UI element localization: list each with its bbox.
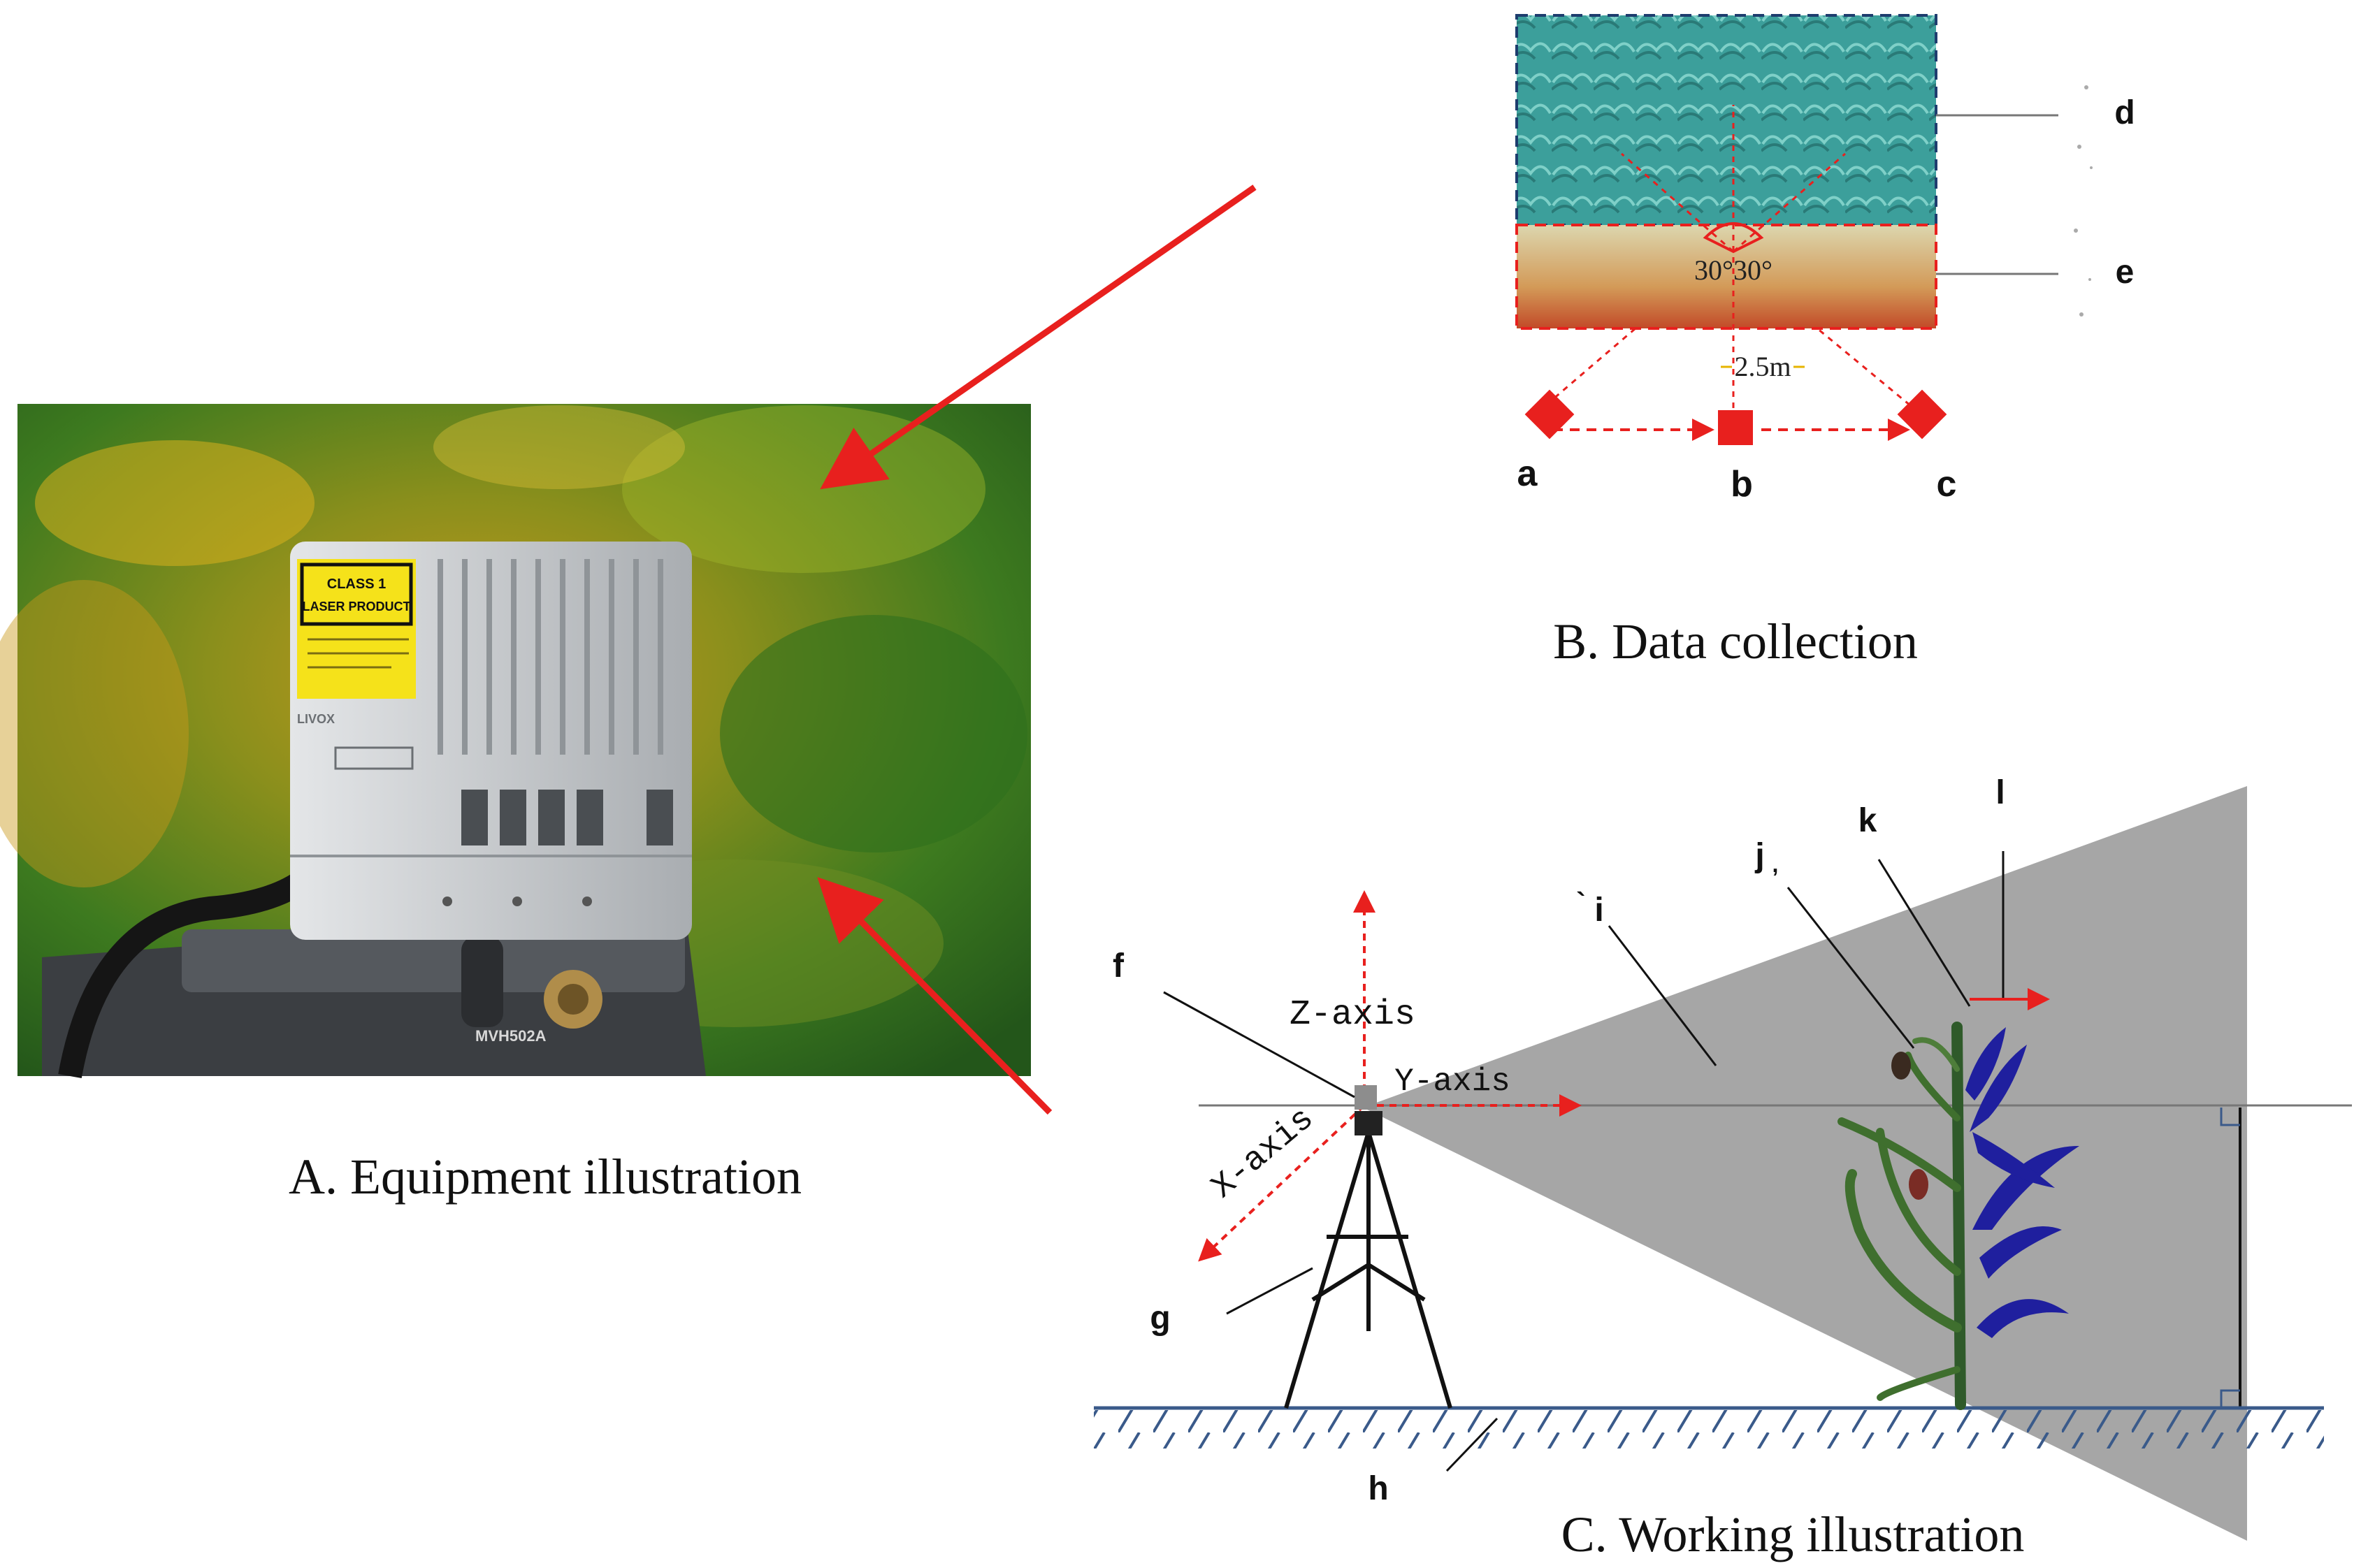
pointer-arrow-upper xyxy=(820,184,1257,490)
z-axis-label: Z-axis xyxy=(1290,995,1415,1035)
tripod-head: MVH502A xyxy=(42,908,706,1076)
angle-label: 30°30° xyxy=(1694,254,1772,286)
label-g: g xyxy=(1150,1300,1170,1337)
label-i-mark: ` xyxy=(1576,887,1585,918)
label-j: j xyxy=(1754,837,1764,874)
scan-cone xyxy=(1363,786,2247,1541)
label-j-mark: , xyxy=(1772,852,1779,877)
scanned-leaves xyxy=(1965,1027,2079,1338)
certification-marks xyxy=(334,746,414,770)
label-k: k xyxy=(1858,802,1877,839)
lidar-device: CLASS 1 LASER PRODUCT LIVOX xyxy=(290,542,692,940)
tripod xyxy=(1284,1131,1452,1409)
vents xyxy=(461,790,673,845)
distance-label: 2.5m xyxy=(1734,351,1791,382)
equipment-photo: MVH502A xyxy=(0,404,1031,1079)
scanner-unit xyxy=(1355,1085,1377,1110)
station-label-a: a xyxy=(1517,453,1538,494)
maize-plant xyxy=(1837,1022,1966,1410)
field-region-d xyxy=(1515,14,1937,226)
ground-hatching xyxy=(1094,1410,2324,1449)
field-region-e xyxy=(1515,224,1937,330)
y-axis-label: Y-axis xyxy=(1394,1064,1510,1100)
label-f: f xyxy=(1113,948,1125,985)
x-axis-label: X-axis xyxy=(1205,1101,1322,1207)
caption-b: B. Data collection xyxy=(1553,614,1918,669)
region-label-e: e xyxy=(2116,254,2135,291)
working-diagram: Z-axis Y-axis X-axis xyxy=(1094,774,2352,1541)
mount-lettering: MVH502A xyxy=(475,1027,547,1045)
point-cloud-speckle xyxy=(2074,85,2093,317)
tripod-head-mount xyxy=(1355,1111,1382,1135)
label-leaders xyxy=(1163,851,2005,1472)
caption-a: A. Equipment illustration xyxy=(289,1149,802,1205)
scan-lines xyxy=(1537,105,1919,419)
caption-c: C. Working illustration xyxy=(1561,1507,2025,1562)
warning-label-line1: CLASS 1 xyxy=(327,576,386,592)
pointer-arrow-lower xyxy=(817,877,1053,1115)
angle-wedge xyxy=(1703,222,1764,254)
station-label-b: b xyxy=(1731,464,1753,504)
data-collection-diagram: 30°30° 2.5m a b c d e xyxy=(1515,14,2135,504)
station-b-marker xyxy=(1718,410,1753,445)
station-a-marker xyxy=(1524,389,1575,440)
cooling-fins xyxy=(438,559,663,755)
label-l: l xyxy=(1995,774,2005,811)
warning-label-line2: LASER PRODUCT xyxy=(302,600,410,614)
region-label-d: d xyxy=(2114,94,2135,131)
label-i: i xyxy=(1594,892,1603,929)
brand-lettering: LIVOX xyxy=(297,712,335,726)
station-label-c: c xyxy=(1937,464,1957,504)
laser-warning-label: CLASS 1 LASER PRODUCT xyxy=(297,559,416,699)
station-c-marker xyxy=(1897,389,1947,440)
label-h: h xyxy=(1368,1470,1388,1507)
